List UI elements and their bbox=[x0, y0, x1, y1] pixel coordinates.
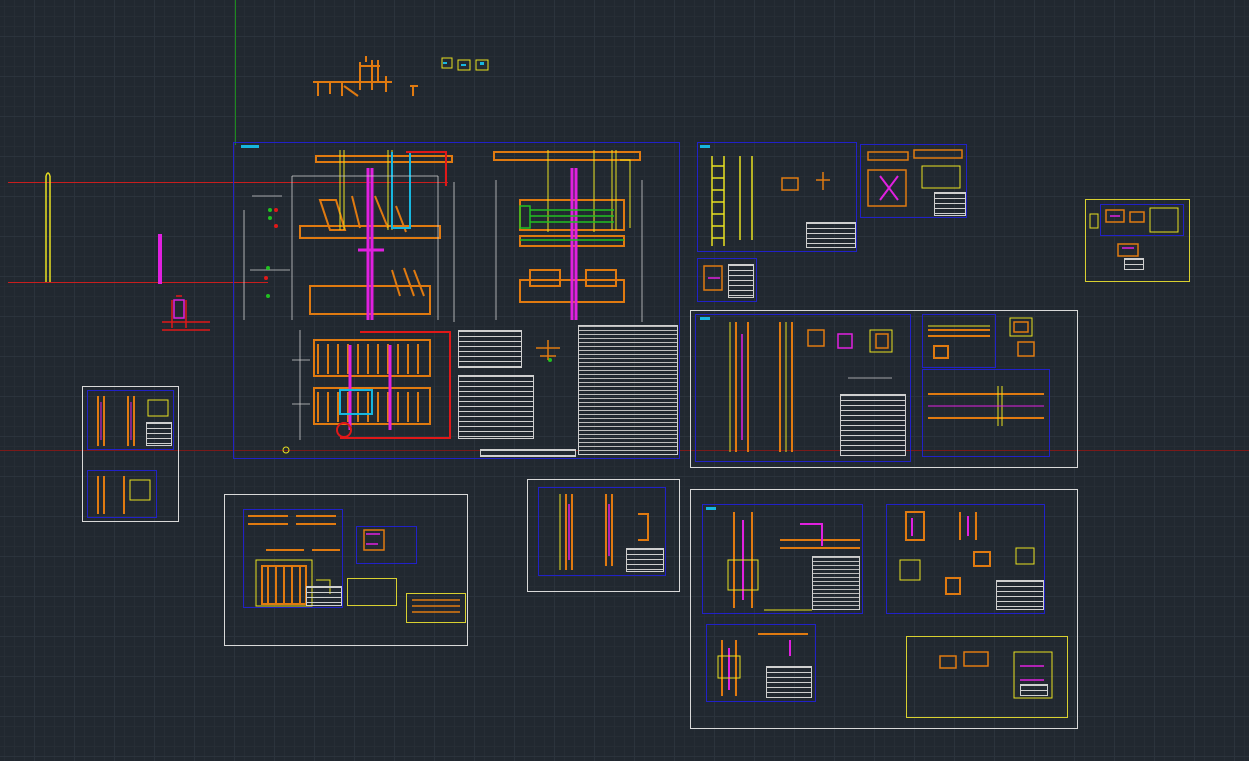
yellow-right-table bbox=[1124, 258, 1144, 270]
sheet-post-detail[interactable] bbox=[527, 479, 680, 592]
sheet-post-detail-inner[interactable] bbox=[538, 487, 666, 576]
sheet-base-detail[interactable] bbox=[860, 144, 967, 218]
column-table bbox=[840, 394, 906, 456]
sheet-beam-elevation[interactable] bbox=[922, 369, 1050, 457]
sheet-connection-d[interactable] bbox=[906, 636, 1068, 718]
connection-b-table bbox=[996, 580, 1044, 610]
sheet-yellow-right-inner[interactable] bbox=[1100, 204, 1184, 236]
base-table bbox=[934, 192, 966, 216]
sheet-ladder-detail[interactable] bbox=[697, 142, 857, 252]
sheet-platform-plan-inner[interactable] bbox=[243, 509, 343, 608]
connection-d-table bbox=[1020, 684, 1048, 696]
sheet-platform-detail-3[interactable] bbox=[406, 593, 466, 623]
construction-line-upper bbox=[8, 182, 448, 183]
sheet-tag bbox=[700, 317, 710, 320]
sheet-platform-detail-2[interactable] bbox=[347, 578, 397, 606]
platform-table bbox=[306, 586, 342, 606]
sheet-beam-section[interactable] bbox=[922, 314, 996, 368]
sheet-tag bbox=[241, 145, 259, 148]
sheet-left-small[interactable] bbox=[82, 386, 179, 522]
sheet-column-elevation[interactable] bbox=[695, 314, 911, 462]
crosshair-vertical-axis bbox=[235, 0, 236, 145]
sheet-tag bbox=[706, 507, 716, 510]
connection-c-table bbox=[766, 666, 812, 698]
connection-a-table bbox=[812, 556, 860, 610]
sheet-column-details[interactable] bbox=[690, 310, 1078, 468]
sheet-platform-plan[interactable] bbox=[224, 494, 468, 646]
sheet-yellow-right[interactable] bbox=[1085, 199, 1190, 282]
left-small-table bbox=[146, 422, 172, 446]
sheet-left-small-upper[interactable] bbox=[87, 390, 174, 450]
sheet-connection-c[interactable] bbox=[706, 624, 816, 702]
main-sheet-table-2 bbox=[458, 375, 534, 439]
sheet-small-detail[interactable] bbox=[697, 258, 757, 302]
sheet-connection-details[interactable] bbox=[690, 489, 1078, 729]
ladder-table bbox=[806, 222, 856, 248]
sheet-connection-a[interactable] bbox=[702, 504, 863, 614]
post-detail-table bbox=[626, 548, 664, 572]
sheet-connection-b[interactable] bbox=[886, 504, 1045, 614]
main-sheet-table-3 bbox=[578, 325, 678, 455]
sheet-platform-detail-1[interactable] bbox=[356, 526, 417, 564]
sheet-tag bbox=[700, 145, 710, 148]
small-detail-table bbox=[728, 264, 754, 298]
main-drawing-sheet[interactable] bbox=[233, 142, 680, 459]
construction-line-lower bbox=[8, 282, 268, 283]
sheet-left-small-lower[interactable] bbox=[87, 470, 157, 518]
main-sheet-title-block bbox=[480, 449, 576, 457]
main-sheet-table-1 bbox=[458, 330, 522, 368]
